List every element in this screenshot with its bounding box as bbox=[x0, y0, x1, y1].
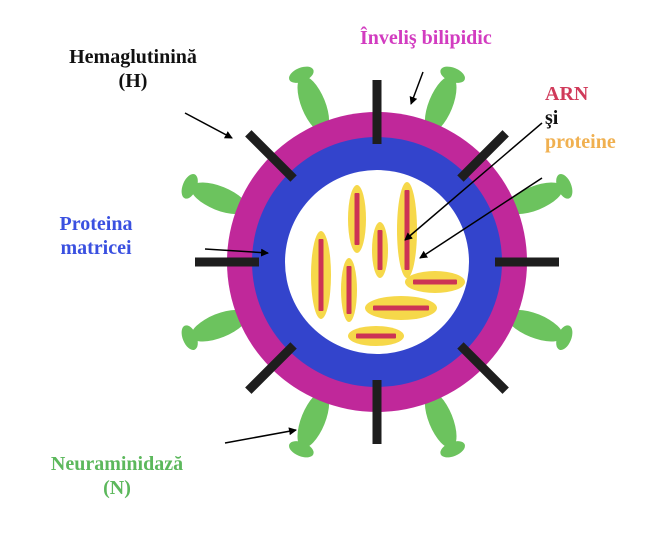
rna-protein-segment bbox=[397, 182, 417, 278]
envelope-label: Înveliş bilipidic bbox=[360, 27, 492, 49]
hemagglutinin-spike bbox=[457, 342, 509, 394]
neuraminidase-label: Neuraminidază (N) bbox=[22, 452, 212, 500]
rna-protein-segment bbox=[311, 231, 331, 319]
hemagglutinin-spike bbox=[457, 130, 509, 182]
rna-label-line2: şi bbox=[545, 107, 559, 129]
rna-protein-segment bbox=[405, 271, 465, 293]
hemagglutinin-spike bbox=[495, 257, 559, 267]
matrix-arrow bbox=[204, 248, 269, 257]
pointer-arrows bbox=[184, 71, 543, 444]
hemagglutinin-spike bbox=[245, 130, 297, 182]
hemagglutinin-spike bbox=[372, 380, 382, 444]
matrix-label-line2: matricei bbox=[60, 237, 132, 259]
hemagglutinin-abbr: (H) bbox=[118, 70, 148, 92]
rna-label-line3: proteine bbox=[545, 131, 616, 153]
rna-protein-segment bbox=[348, 185, 366, 253]
hemagglutinin-spike bbox=[195, 257, 259, 267]
neuraminidase-arrow bbox=[224, 427, 297, 444]
hemagglutinin-spikes bbox=[195, 80, 559, 444]
hemagglutinin-label: Hemaglutinină (H) bbox=[48, 45, 218, 93]
hemagglutinin-name: Hemaglutinină bbox=[69, 46, 197, 68]
neuraminidase-spike bbox=[181, 309, 248, 351]
matrix-label: Proteina matricei bbox=[36, 212, 156, 260]
rna-protein-segment bbox=[348, 326, 404, 346]
matrix-label-line1: Proteina bbox=[59, 213, 133, 235]
neuraminidase-spike bbox=[506, 309, 573, 351]
hemagglutinin-spike bbox=[245, 342, 297, 394]
rna-label-line1: ARN bbox=[545, 83, 589, 105]
neuraminidase-name: Neuraminidază bbox=[50, 453, 184, 475]
neuraminidase-spike bbox=[424, 391, 466, 458]
neuraminidase-spike bbox=[181, 173, 248, 215]
hemagglutinin-arrow bbox=[184, 112, 233, 139]
envelope-arrow bbox=[409, 71, 424, 105]
neuraminidase-abbr: (N) bbox=[103, 477, 131, 499]
rna-protein-segment bbox=[372, 222, 388, 278]
neuraminidase-spike bbox=[424, 66, 466, 133]
neuraminidase-spike bbox=[506, 173, 573, 215]
rna-protein-segment bbox=[341, 258, 357, 322]
protein-arrow bbox=[419, 177, 543, 259]
rna-arrow bbox=[404, 122, 543, 241]
neuraminidase-spike bbox=[288, 391, 330, 458]
hemagglutinin-spike bbox=[372, 80, 382, 144]
rna-protein-segment bbox=[365, 296, 437, 320]
neuraminidase-spike bbox=[288, 66, 330, 133]
rna-label: ARN şi proteine bbox=[545, 82, 616, 154]
rna-segments bbox=[311, 182, 465, 346]
neuraminidase-spikes bbox=[181, 66, 573, 458]
